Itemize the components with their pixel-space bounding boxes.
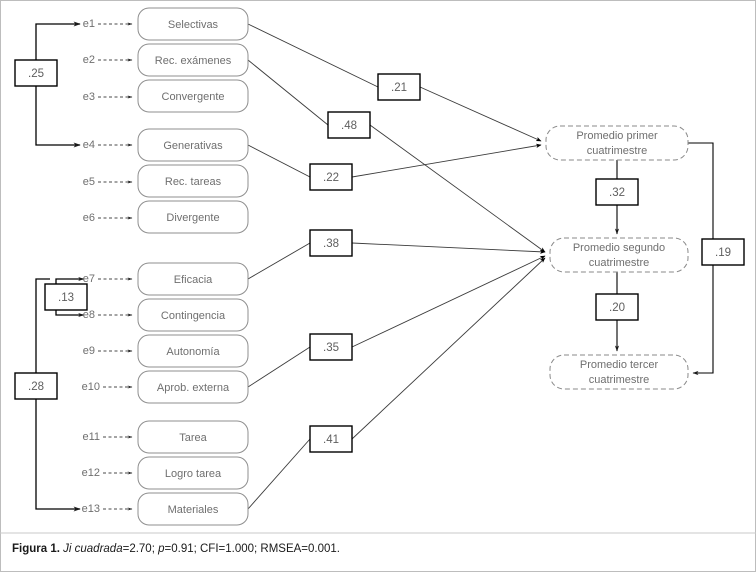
coefficient-value: .22 [323,172,339,184]
coefficient-box-35[interactable]: .35 [309,333,353,361]
caption-tail: =0.91; CFI=1.000; RMSEA=0.001. [164,543,340,555]
correlation-value: .25 [28,68,44,80]
observed-box-aprob-externa[interactable]: Aprob. externa [137,370,249,404]
outcome-label-line2: cuatrimestre [589,374,650,386]
coefficient-value: .20 [609,302,625,314]
error-label-e12: e12 [82,467,100,479]
observed-label: Materiales [168,504,219,516]
outcome-label-line1: Promedio tercer [580,359,659,371]
structural-path-group [614,142,714,376]
observed-label: Selectivas [168,19,219,31]
correlation-group: .25 .13 .28 [14,59,88,400]
outcome-label-line2: cuatrimestre [587,145,648,157]
coefficient-value: .32 [609,187,625,199]
correlation-value: .13 [58,292,74,304]
error-label-e6: e6 [83,212,95,224]
observed-box-divergente[interactable]: Divergente [137,200,249,234]
observed-label: Divergente [166,212,219,224]
caption-statistic-name: Ji cuadrada [63,543,123,555]
error-label-e5: e5 [83,176,95,188]
observed-label: Autonomía [166,346,220,358]
coefficient-value: .35 [323,342,339,354]
regression-path-group [247,23,546,510]
figure-caption: Figura 1. Ji cuadrada=2.70; p=0.91; CFI=… [12,543,340,555]
outcome-box-promedio-tercer[interactable]: Promedio tercer cuatrimestre [549,354,689,390]
observed-box-contingencia[interactable]: Contingencia [137,298,249,332]
correlation-box-25[interactable]: .25 [14,59,58,87]
outcome-label-line1: Promedio primer [576,130,658,142]
observed-box-materiales[interactable]: Materiales [137,492,249,526]
correlation-connector-28 [35,278,81,512]
observed-box-autonomia[interactable]: Autonomía [137,334,249,368]
caption-statistic-value: =2.70; [122,543,159,555]
observed-box-eficacia[interactable]: Eficacia [137,262,249,296]
coefficient-group: .21 .48 .22 .38 .35 .41 [309,73,745,453]
observed-box-generativas[interactable]: Generativas [137,128,249,162]
observed-label: Aprob. externa [157,382,230,394]
outcome-box-promedio-primer[interactable]: Promedio primer cuatrimestre [545,125,689,161]
observed-box-rec-examenes[interactable]: Rec. exámenes [137,43,249,77]
coefficient-box-41[interactable]: .41 [309,425,353,453]
error-label-e1: e1 [83,18,95,30]
error-label-e9: e9 [83,345,95,357]
error-label-e2: e2 [83,54,95,66]
error-label-e7: e7 [83,273,95,285]
error-label-e11: e11 [82,431,100,443]
outcome-box-promedio-segundo[interactable]: Promedio segundo cuatrimestre [549,237,689,273]
coefficient-box-20[interactable]: .20 [595,293,639,321]
error-label-e8: e8 [83,309,95,321]
observed-box-tarea[interactable]: Tarea [137,420,249,454]
observed-variable-group: Selectivas Rec. exámenes Convergente Gen… [137,7,249,526]
observed-label: Rec. tareas [165,176,222,188]
coefficient-box-32[interactable]: .32 [595,178,639,206]
coefficient-box-38[interactable]: .38 [309,229,353,257]
observed-box-logro-tarea[interactable]: Logro tarea [137,456,249,490]
observed-label: Rec. exámenes [155,55,232,67]
error-label-e13: e13 [82,503,100,515]
observed-box-rec-tareas[interactable]: Rec. tareas [137,164,249,198]
caption-prefix: Figura 1. [12,543,60,555]
observed-box-convergente[interactable]: Convergente [137,79,249,113]
coefficient-value: .38 [323,238,339,250]
error-arrow-group [98,22,133,511]
coefficient-box-48[interactable]: .48 [327,111,371,139]
error-label-e4: e4 [83,139,95,151]
correlation-value: .28 [28,381,44,393]
observed-label: Contingencia [161,310,226,322]
coefficient-value: .19 [715,247,731,259]
coefficient-box-22[interactable]: .22 [309,163,353,191]
coefficient-value: .21 [391,82,407,94]
observed-label: Eficacia [174,274,213,286]
observed-label: Convergente [162,91,225,103]
correlation-connector-13 [55,277,85,317]
observed-box-selectivas[interactable]: Selectivas [137,7,249,41]
observed-label: Generativas [163,140,223,152]
outcome-variable-group: Promedio primer cuatrimestre Promedio se… [545,125,689,390]
coefficient-value: .41 [323,434,339,446]
caption-p-symbol: p [158,543,165,555]
error-label-e10: e10 [82,381,100,393]
correlation-box-28[interactable]: .28 [14,372,58,400]
coefficient-value: .48 [341,120,357,132]
observed-label: Logro tarea [165,468,222,480]
correlation-connector-25 [35,21,81,148]
outcome-label-line1: Promedio segundo [573,242,665,254]
error-label-group: e1 e2 e3 e4 e5 e6 e7 e8 e9 e10 e11 e12 e… [82,18,100,515]
coefficient-box-21[interactable]: .21 [377,73,421,101]
outcome-label-line2: cuatrimestre [589,257,650,269]
error-label-e3: e3 [83,91,95,103]
coefficient-box-19[interactable]: .19 [701,238,745,266]
correlation-box-13[interactable]: .13 [44,283,88,311]
observed-label: Tarea [179,432,207,444]
